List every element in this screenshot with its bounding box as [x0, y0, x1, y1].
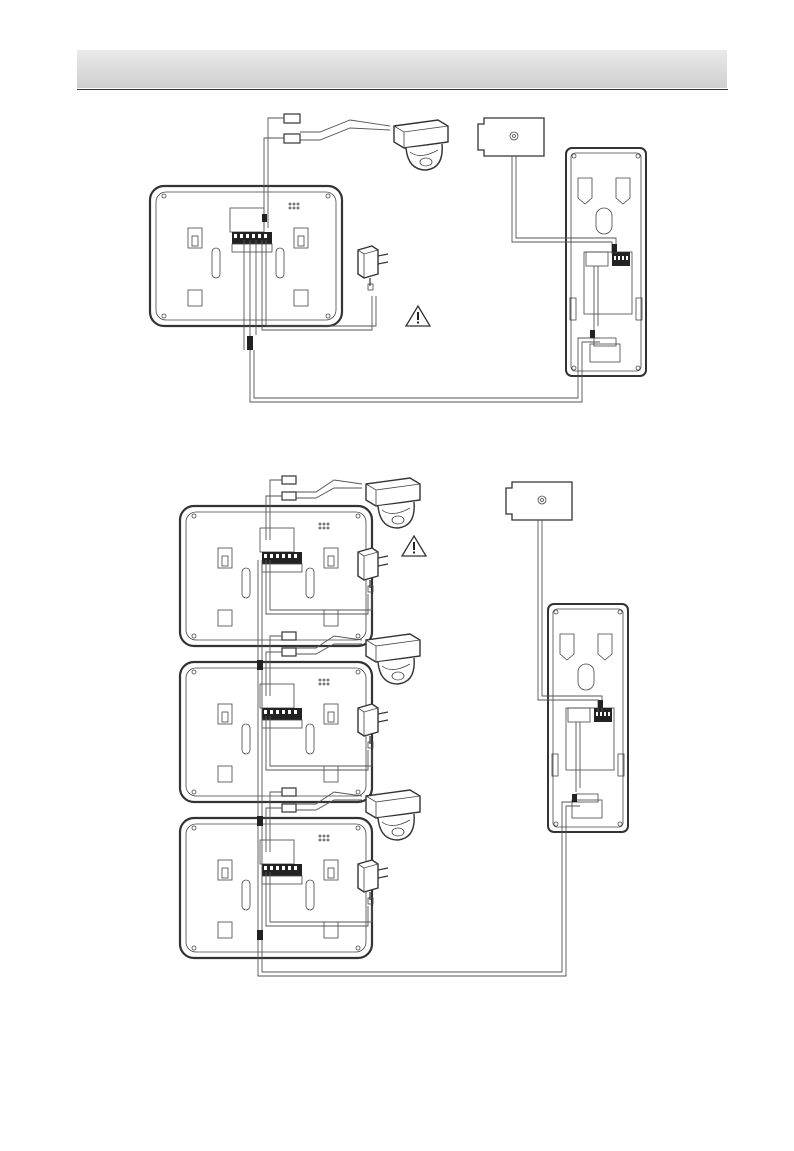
warning-icon	[402, 536, 426, 556]
monitor-back-icon	[180, 506, 372, 646]
door-station-icon	[548, 604, 628, 832]
figure-cascade	[180, 476, 628, 976]
monitor-back-icon	[180, 818, 372, 958]
warning-icon	[406, 306, 430, 326]
dome-camera-icon	[366, 478, 420, 528]
figure-single-monitor	[150, 114, 646, 402]
monitor-back-icon	[150, 186, 342, 326]
monitor-back-icon	[180, 662, 372, 802]
dome-camera-icon	[366, 634, 420, 684]
dome-camera-icon	[366, 790, 420, 840]
power-adapter-icon	[358, 246, 388, 290]
dome-camera-icon	[394, 120, 448, 170]
lock-module-icon	[506, 482, 572, 520]
lock-module-icon	[478, 118, 544, 156]
